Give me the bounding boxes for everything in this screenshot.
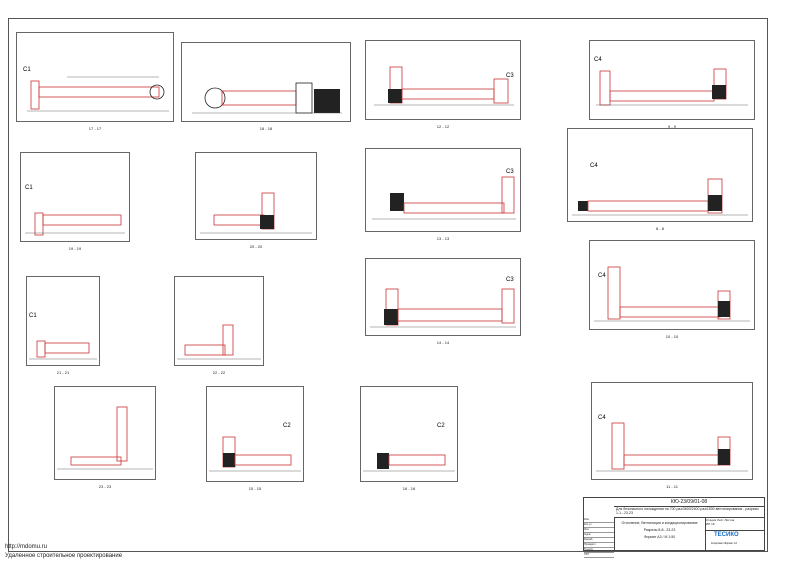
duct-drawing: C3 [370, 277, 516, 328]
scale-label: Формат А3 / М 1:50 [643, 535, 676, 539]
svg-text:C1: C1 [25, 185, 33, 191]
duct-drawing: C4 [572, 163, 748, 216]
section-label: 19 - 19 [68, 246, 82, 251]
site-tagline: Удаленное строительное проектирование [5, 553, 123, 559]
duct-drawing [57, 406, 153, 470]
project-title: Для безопасного нахождения на 700 раз/36… [614, 506, 764, 518]
duct-drawing: C3 [374, 66, 514, 106]
svg-text:C4: C4 [594, 57, 602, 63]
duct-drawing: C4 [596, 415, 748, 472]
section-label: 13 - 13 [436, 236, 450, 241]
duct-drawing: C3 [372, 169, 516, 220]
stage-value: ИП [706, 522, 711, 526]
section-label: 15 - 15 [248, 486, 262, 491]
section-19-19: C1 19 - 19 [20, 152, 130, 251]
grid-row: Лист [584, 528, 614, 533]
section-label: 17 - 17 [88, 126, 102, 131]
sheets-label: Листов [724, 518, 735, 522]
section-label: 11 - 11 [666, 484, 678, 489]
section-label: 8 - 8 [655, 226, 664, 231]
format-note: Копировал Формат А3 [711, 542, 737, 545]
site-url[interactable]: http://mdomu.ru [5, 544, 48, 550]
section-label: 18 - 18 [259, 126, 273, 131]
svg-text:C3: C3 [506, 169, 514, 175]
grid-row: Проверил [584, 543, 614, 548]
section-14-14: C3 14 - 14 [365, 258, 521, 345]
svg-text:C1: C1 [29, 313, 37, 319]
section-label: 16 - 16 [402, 486, 416, 491]
grid-row: Н.контр. [584, 548, 614, 553]
duct-drawing: C2 [363, 423, 455, 472]
section-15-15: C2 15 - 15 [206, 386, 304, 491]
section-10-10: C4 10 - 10 [589, 240, 755, 339]
section-label: 22 - 22 [212, 370, 226, 375]
section-label: 20 - 20 [249, 244, 263, 249]
section-11-11: C4 11 - 11 [591, 382, 753, 489]
system-name: Отопление, Вентиляция и кондиционировани… [614, 518, 706, 550]
svg-text:C2: C2 [283, 423, 291, 429]
section-21-21: C1 21 - 21 [26, 276, 100, 375]
section-17-17: C1 17 - 17 [16, 32, 174, 131]
duct-drawing [200, 192, 312, 234]
section-20-20: 20 - 20 [195, 152, 317, 249]
duct-drawing: C4 [594, 57, 748, 106]
drawing-code: КЮ-23/09/01-08 [614, 498, 764, 507]
revision-grid: Изм. Кол.уч Лист №док Разраб. Проверил Н… [584, 518, 615, 558]
svg-text:C3: C3 [506, 73, 514, 79]
stage-info: Стадия Лист Листов ИП 16 [706, 518, 764, 531]
section-13-13: C3 13 - 13 [365, 148, 521, 241]
section-23-23: 23 - 23 [54, 386, 156, 489]
section-label: 9 - 9 [667, 124, 676, 129]
company-logo: ТЕСИКО [714, 532, 739, 538]
section-label: 10 - 10 [665, 334, 679, 339]
svg-text:C4: C4 [598, 273, 606, 279]
section-16-16: C2 16 - 16 [360, 386, 458, 491]
duct-drawing [192, 82, 342, 114]
duct-drawing: C2 [209, 423, 301, 472]
section-12-12: C3 12 - 12 [365, 40, 521, 129]
stage-label: Стадия [706, 518, 717, 522]
duct-drawing: C1 [23, 67, 169, 112]
svg-text:C4: C4 [598, 415, 606, 421]
section-9-9: C4 9 - 9 [589, 40, 755, 129]
duct-drawing: C4 [594, 266, 750, 322]
svg-text:C3: C3 [506, 277, 514, 283]
svg-text:C4: C4 [590, 163, 598, 169]
section-8-8: C4 8 - 8 [567, 128, 753, 231]
section-label: 12 - 12 [436, 124, 450, 129]
grid-row: Кол.уч [584, 523, 614, 528]
section-18-18: 18 - 18 [181, 42, 351, 131]
duct-drawing: C1 [25, 185, 125, 236]
sheet-value: 16 [711, 522, 715, 526]
drawing-sheet [8, 18, 768, 552]
svg-text:C1: C1 [23, 67, 31, 73]
svg-text:C2: C2 [437, 423, 445, 429]
section-22-22: 22 - 22 [174, 276, 264, 375]
section-label: 21 - 21 [56, 370, 70, 375]
title-block: КЮ-23/09/01-08 Для безопасного нахождени… [583, 497, 765, 558]
grid-row: Разраб. [584, 538, 614, 543]
grid-row: Изм. [584, 518, 614, 523]
duct-drawing [177, 324, 261, 360]
sheet-name: Разрезы 8-8...23-23 [643, 528, 676, 532]
section-label: 14 - 14 [436, 340, 450, 345]
grid-row: ГИП [584, 553, 614, 558]
sheet-label: Лист [717, 518, 724, 522]
section-label: 23 - 23 [98, 484, 112, 489]
system-label: Отопление, Вентиляция и кондиционировани… [621, 521, 698, 525]
grid-row: №док [584, 533, 614, 538]
duct-drawing: C1 [29, 313, 97, 360]
